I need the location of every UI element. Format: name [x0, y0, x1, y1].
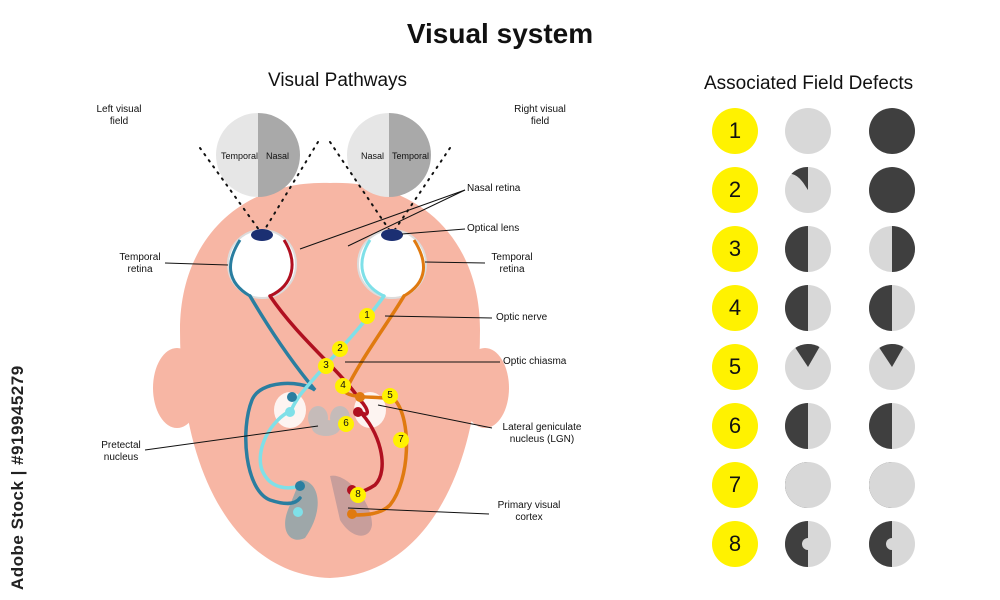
right-circle-temporal: Temporal — [392, 151, 430, 161]
defect-number-6: 6 — [712, 403, 758, 449]
defect-7-right-eye-field — [868, 461, 916, 509]
pathway-marker-4: 4 — [335, 378, 351, 394]
defect-number-1: 1 — [712, 108, 758, 154]
left-visual-field-circle — [216, 113, 300, 197]
field-defects-title: Associated Field Defects — [704, 73, 914, 94]
defect-number-3: 3 — [712, 226, 758, 272]
optical-lens-label: Optical lens — [467, 223, 520, 234]
defect-7-left-eye-field — [784, 461, 832, 509]
defect-number-7: 7 — [712, 462, 758, 508]
watermark-text: Adobe Stock | #919945279 — [8, 365, 27, 590]
defect-6-left-eye-field — [784, 402, 832, 450]
temporal-retina-left-label: Temporal retina — [119, 252, 161, 275]
defect-5-right-eye-field — [868, 343, 916, 391]
left-circle-temporal: Temporal — [221, 151, 259, 161]
defect-1-left-eye-field — [784, 107, 832, 155]
left-eye — [227, 229, 297, 299]
head-shape — [180, 182, 480, 579]
defect-6-right-eye-field — [868, 402, 916, 450]
nasal-retina-label: Nasal retina — [467, 183, 521, 194]
stock-watermark: Adobe Stock | #919945279 — [8, 360, 28, 590]
defect-4-left-eye-field — [784, 284, 832, 332]
left-circle-nasal: Nasal — [266, 151, 290, 161]
pathway-marker-7: 7 — [393, 432, 409, 448]
primary-visual-cortex-label: Primary visual cortex — [497, 500, 561, 523]
lgn-label: Lateral geniculate nucleus (LGN) — [502, 422, 582, 445]
defect-1-right-eye-field — [868, 107, 916, 155]
right-visual-field-label: Right visual field — [514, 104, 566, 127]
right-circle-nasal: Nasal — [361, 151, 385, 161]
head — [153, 182, 509, 579]
optic-nerve-label: Optic nerve — [496, 312, 548, 323]
page-title: Visual system — [406, 18, 594, 49]
defect-number-4: 4 — [712, 285, 758, 331]
pathway-marker-8: 8 — [350, 487, 366, 503]
defect-3-right-eye-field — [868, 225, 916, 273]
left-visual-field-label: Left visual field — [96, 104, 142, 127]
defect-8-left-eye-field — [784, 520, 832, 568]
defect-number-5: 5 — [712, 344, 758, 390]
pathway-marker-2: 2 — [332, 341, 348, 357]
defect-number-8: 8 — [712, 521, 758, 567]
pathway-marker-5: 5 — [382, 388, 398, 404]
pathway-marker-3: 3 — [318, 358, 334, 374]
defect-5-left-eye-field — [784, 343, 832, 391]
defect-8-right-eye-field — [868, 520, 916, 568]
defect-4-right-eye-field — [868, 284, 916, 332]
temporal-retina-right-label: Temporal retina — [491, 252, 533, 275]
pathway-marker-6: 6 — [338, 416, 354, 432]
defect-number-2: 2 — [712, 167, 758, 213]
defect-3-left-eye-field — [784, 225, 832, 273]
leader-lines — [144, 189, 500, 515]
defect-2-left-eye-field — [784, 166, 832, 214]
visual-pathways-title: Visual Pathways — [268, 70, 408, 91]
pretectal-nucleus-label: Pretectal nucleus — [101, 440, 141, 463]
defect-2-right-eye-field — [868, 166, 916, 214]
optic-chiasma-label: Optic chiasma — [503, 356, 567, 367]
right-visual-field-circle — [347, 113, 431, 197]
right-eye — [357, 229, 427, 299]
pathway-marker-1: 1 — [359, 308, 375, 324]
